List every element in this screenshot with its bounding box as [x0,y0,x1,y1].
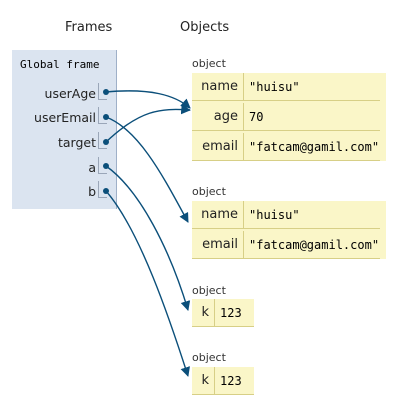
var-slot-b [98,181,107,198]
object-3-row-k: k 123 [192,299,254,327]
object-4: k 123 [192,367,254,395]
object-2-key-name: name [192,201,244,229]
pointer-dot-b [103,188,109,194]
arrow-userEmail [105,116,189,223]
frames-header: Frames [65,20,113,35]
object-1-row-age: age 70 [192,103,380,131]
pointer-dot-userEmail [103,114,109,120]
var-name-a: a [88,160,96,175]
object-2-key-email: email [192,231,244,259]
pointer-dot-a [103,163,109,169]
pointer-dot-target [103,139,109,145]
arrow-b [105,190,190,377]
object-3-val-k: 123 [215,299,254,327]
object-1-val-email: "fatcam@gamil.com" [244,133,380,161]
object-1-label: object [192,57,226,70]
object-3-key-k: k [192,299,215,327]
objects-header: Objects [180,20,230,35]
arrow-userAge [105,90,191,109]
var-name-target: target [57,135,96,150]
object-2-val-name: "huisu" [244,201,380,229]
arrow-target [105,104,191,143]
object-2-label: object [192,185,226,198]
object-2-row-name: name "huisu" [192,201,380,229]
object-2: name "huisu" email "fatcam@gamil.com" [192,201,386,259]
global-frame: Global frame userAge userEmail target a … [12,50,117,209]
var-name-b: b [88,184,96,199]
object-2-val-email: "fatcam@gamil.com" [244,231,380,259]
object-1-val-name: "huisu" [244,73,380,101]
object-4-row-k: k 123 [192,367,254,395]
var-slot-userAge [98,83,107,100]
object-1-key-age: age [192,103,244,131]
object-4-key-k: k [192,367,215,395]
var-slot-target [98,132,107,149]
var-slot-userEmail [98,107,107,124]
object-1-key-name: name [192,73,244,101]
global-frame-title: Global frame [20,58,100,71]
object-1: name "huisu" age 70 email "fatcam@gamil.… [192,73,386,161]
object-1-row-email: email "fatcam@gamil.com" [192,133,380,161]
object-1-key-email: email [192,133,244,161]
object-4-label: object [192,351,226,364]
object-4-val-k: 123 [215,367,254,395]
arrow-a [105,165,191,311]
var-slot-a [98,157,107,174]
object-2-row-email: email "fatcam@gamil.com" [192,231,380,259]
object-3-label: object [192,284,226,297]
object-1-row-name: name "huisu" [192,73,380,101]
object-1-val-age: 70 [244,103,380,131]
object-3: k 123 [192,299,254,327]
var-name-userEmail: userEmail [34,110,96,125]
var-name-userAge: userAge [44,86,96,101]
pointer-dot-userAge [103,89,109,95]
